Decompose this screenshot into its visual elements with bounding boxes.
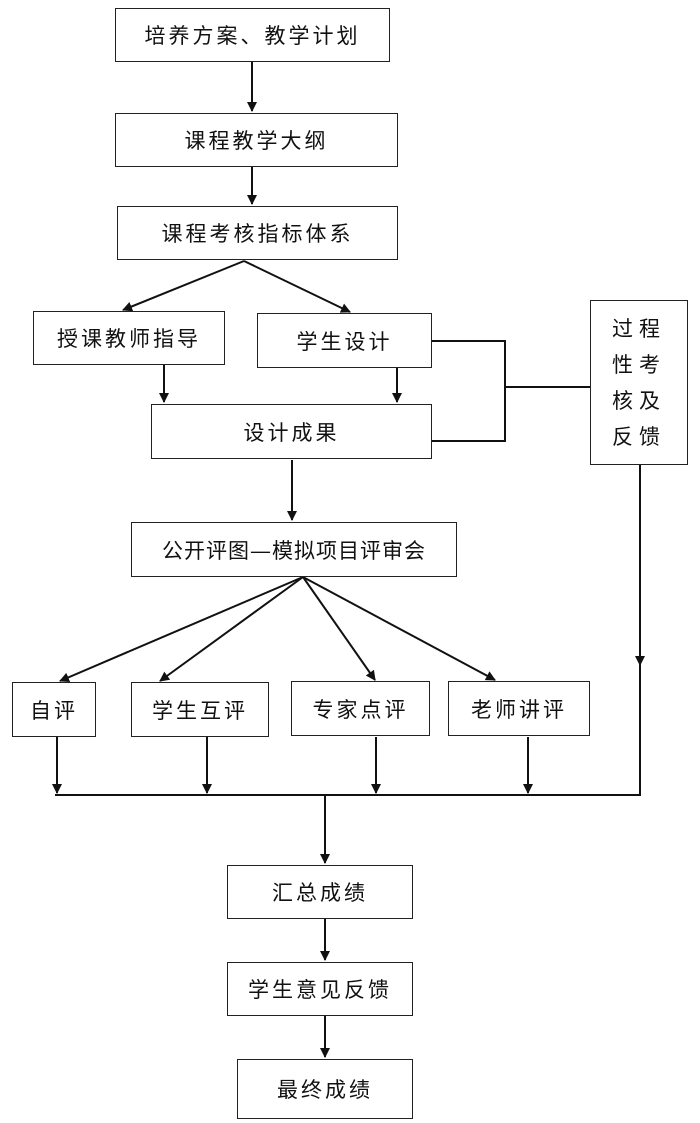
node-public-review-label: 公开评图—模拟项目评审会 xyxy=(162,538,426,563)
node-self-eval-label: 自评 xyxy=(30,698,78,723)
node-expert-eval-label: 专家点评 xyxy=(312,697,409,722)
node-feedback: 学生意见反馈 xyxy=(227,962,413,1016)
arrow-indicators-student xyxy=(243,260,351,313)
node-design-result-label: 设计成果 xyxy=(243,420,340,445)
process-line-1: 过程 xyxy=(612,316,666,341)
node-final-label: 最终成绩 xyxy=(277,1078,373,1102)
process-line-3: 核及 xyxy=(612,388,666,413)
node-teacher-eval-label: 老师讲评 xyxy=(471,697,567,722)
node-peer-eval: 学生互评 xyxy=(131,682,269,737)
node-teacher-guidance: 授课教师指导 xyxy=(33,311,225,365)
arrow-review-self xyxy=(59,576,304,683)
node-teacher-eval: 老师讲评 xyxy=(448,681,590,736)
process-line-4: 反馈 xyxy=(612,424,666,449)
arrow-indicators-teacher xyxy=(122,260,245,312)
node-syllabus-label: 课程教学大纲 xyxy=(184,129,329,153)
node-syllabus: 课程教学大纲 xyxy=(115,113,398,167)
node-summary-label: 汇总成绩 xyxy=(272,881,368,905)
process-line-2: 性考 xyxy=(612,352,666,377)
node-expert-eval: 专家点评 xyxy=(291,681,430,736)
node-summary: 汇总成绩 xyxy=(227,865,413,919)
arrow-review-peer xyxy=(159,576,304,682)
node-self-eval: 自评 xyxy=(12,682,96,737)
node-final: 最终成绩 xyxy=(237,1059,413,1119)
node-plan-label: 培养方案、教学计划 xyxy=(144,24,361,48)
node-public-review: 公开评图—模拟项目评审会 xyxy=(131,522,457,577)
node-process-assessment: 过程 性考 核及 反馈 xyxy=(590,300,688,465)
node-design-result: 设计成果 xyxy=(151,404,432,459)
node-peer-eval-label: 学生互评 xyxy=(152,698,248,723)
node-teacher-guidance-label: 授课教师指导 xyxy=(57,327,201,351)
node-student-design-label: 学生设计 xyxy=(296,329,393,354)
arrow-review-expert xyxy=(302,576,376,681)
bracket-student-result xyxy=(432,340,506,442)
node-indicators-label: 课程考核指标体系 xyxy=(161,222,354,246)
node-student-design: 学生设计 xyxy=(257,313,432,368)
arrow-review-teacher xyxy=(302,576,496,681)
node-plan: 培养方案、教学计划 xyxy=(115,8,390,62)
node-feedback-label: 学生意见反馈 xyxy=(248,978,392,1002)
node-indicators: 课程考核指标体系 xyxy=(117,206,398,260)
